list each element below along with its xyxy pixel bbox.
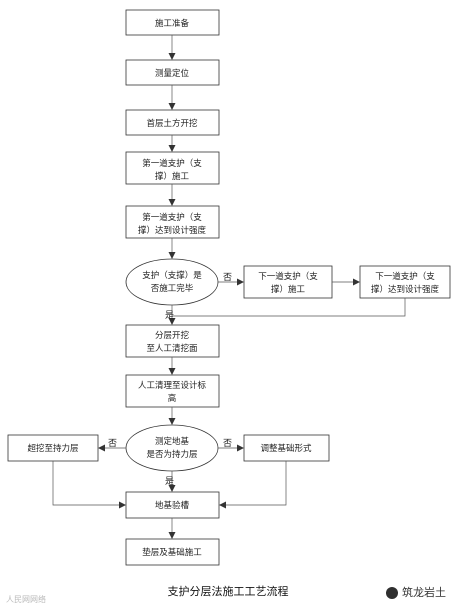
node-cushion: 垫层及基础施工 [125,538,220,566]
first-support-strength-line2: 撑）达到设计强度 [138,225,207,236]
adjust-foundation-label: 调整基础形式 [260,443,312,454]
next-support-line2: 撑）施工 [271,284,306,295]
first-excavation-label: 首层土方开挖 [146,118,198,129]
decision-support-complete: 支护（支撑）是 否施工完毕 [125,258,219,306]
decision-foundation-bearing: 测定地基 是否为持力层 [125,424,219,472]
figure-caption: 支护分层法施工工艺流程 [167,585,289,598]
label-no-over-excavate: 否 [108,438,117,449]
prep-label: 施工准备 [155,18,190,29]
node-first-support-strength: 第一道支护（支 撑）达到设计强度 [125,205,220,239]
decision-foundation-line1: 测定地基 [155,436,190,447]
manual-clean-line2: 高 [168,393,177,404]
wechat-icon [386,587,398,599]
arrow-adjust-inspection [219,461,287,509]
next-support-strength-line1: 下一道支护（支 [375,271,435,282]
decision-support-line2: 否施工完毕 [151,283,194,294]
watermark-left: 人民网网络 [6,595,46,604]
cushion-label: 垫层及基础施工 [142,547,202,558]
layer-excavation-line2: 至人工清挖面 [146,343,198,354]
watermark-right: 筑龙岩土 [386,584,446,600]
decision-foundation-line2: 是否为持力层 [146,449,197,460]
decision-support-line1: 支护（支撑）是 [142,270,202,281]
over-excavate-label: 超挖至持力层 [27,443,78,454]
node-survey: 测量定位 [125,59,220,86]
first-support-line1: 第一道支护（支 [142,158,202,169]
loop-return-line [172,298,406,317]
first-support-strength-line1: 第一道支护（支 [142,212,202,223]
next-support-strength-line2: 撑）达到设计强度 [371,284,440,295]
node-first-excavation: 首层土方开挖 [125,109,220,136]
arrow-over-excavate-inspection [52,461,126,509]
node-adjust-foundation: 调整基础形式 [243,434,330,462]
inspection-label: 地基验槽 [155,500,190,511]
label-no-adjust: 否 [223,438,232,449]
watermark-right-text: 筑龙岩土 [402,586,446,599]
node-over-excavate: 超挖至持力层 [7,434,99,462]
node-manual-clean: 人工清理至设计标 高 [125,374,220,408]
node-layer-excavation: 分层开挖 至人工清挖面 [125,324,220,358]
connectors [52,35,406,539]
node-next-support: 下一道支护（支 撑）施工 [243,265,333,299]
node-next-support-strength: 下一道支护（支 撑）达到设计强度 [359,265,451,299]
node-inspection: 地基验槽 [125,491,220,519]
layer-excavation-line1: 分层开挖 [155,330,190,341]
label-yes-inspection: 是 [165,476,174,487]
next-support-line1: 下一道支护（支 [258,271,318,282]
survey-label: 测量定位 [155,68,190,79]
label-yes-support: 是 [165,310,174,321]
label-no-support: 否 [223,272,232,283]
first-support-line2: 撑）施工 [155,171,190,182]
node-prep: 施工准备 [125,9,220,36]
manual-clean-line1: 人工清理至设计标 [138,380,207,391]
node-first-support: 第一道支护（支 撑）施工 [125,151,220,185]
